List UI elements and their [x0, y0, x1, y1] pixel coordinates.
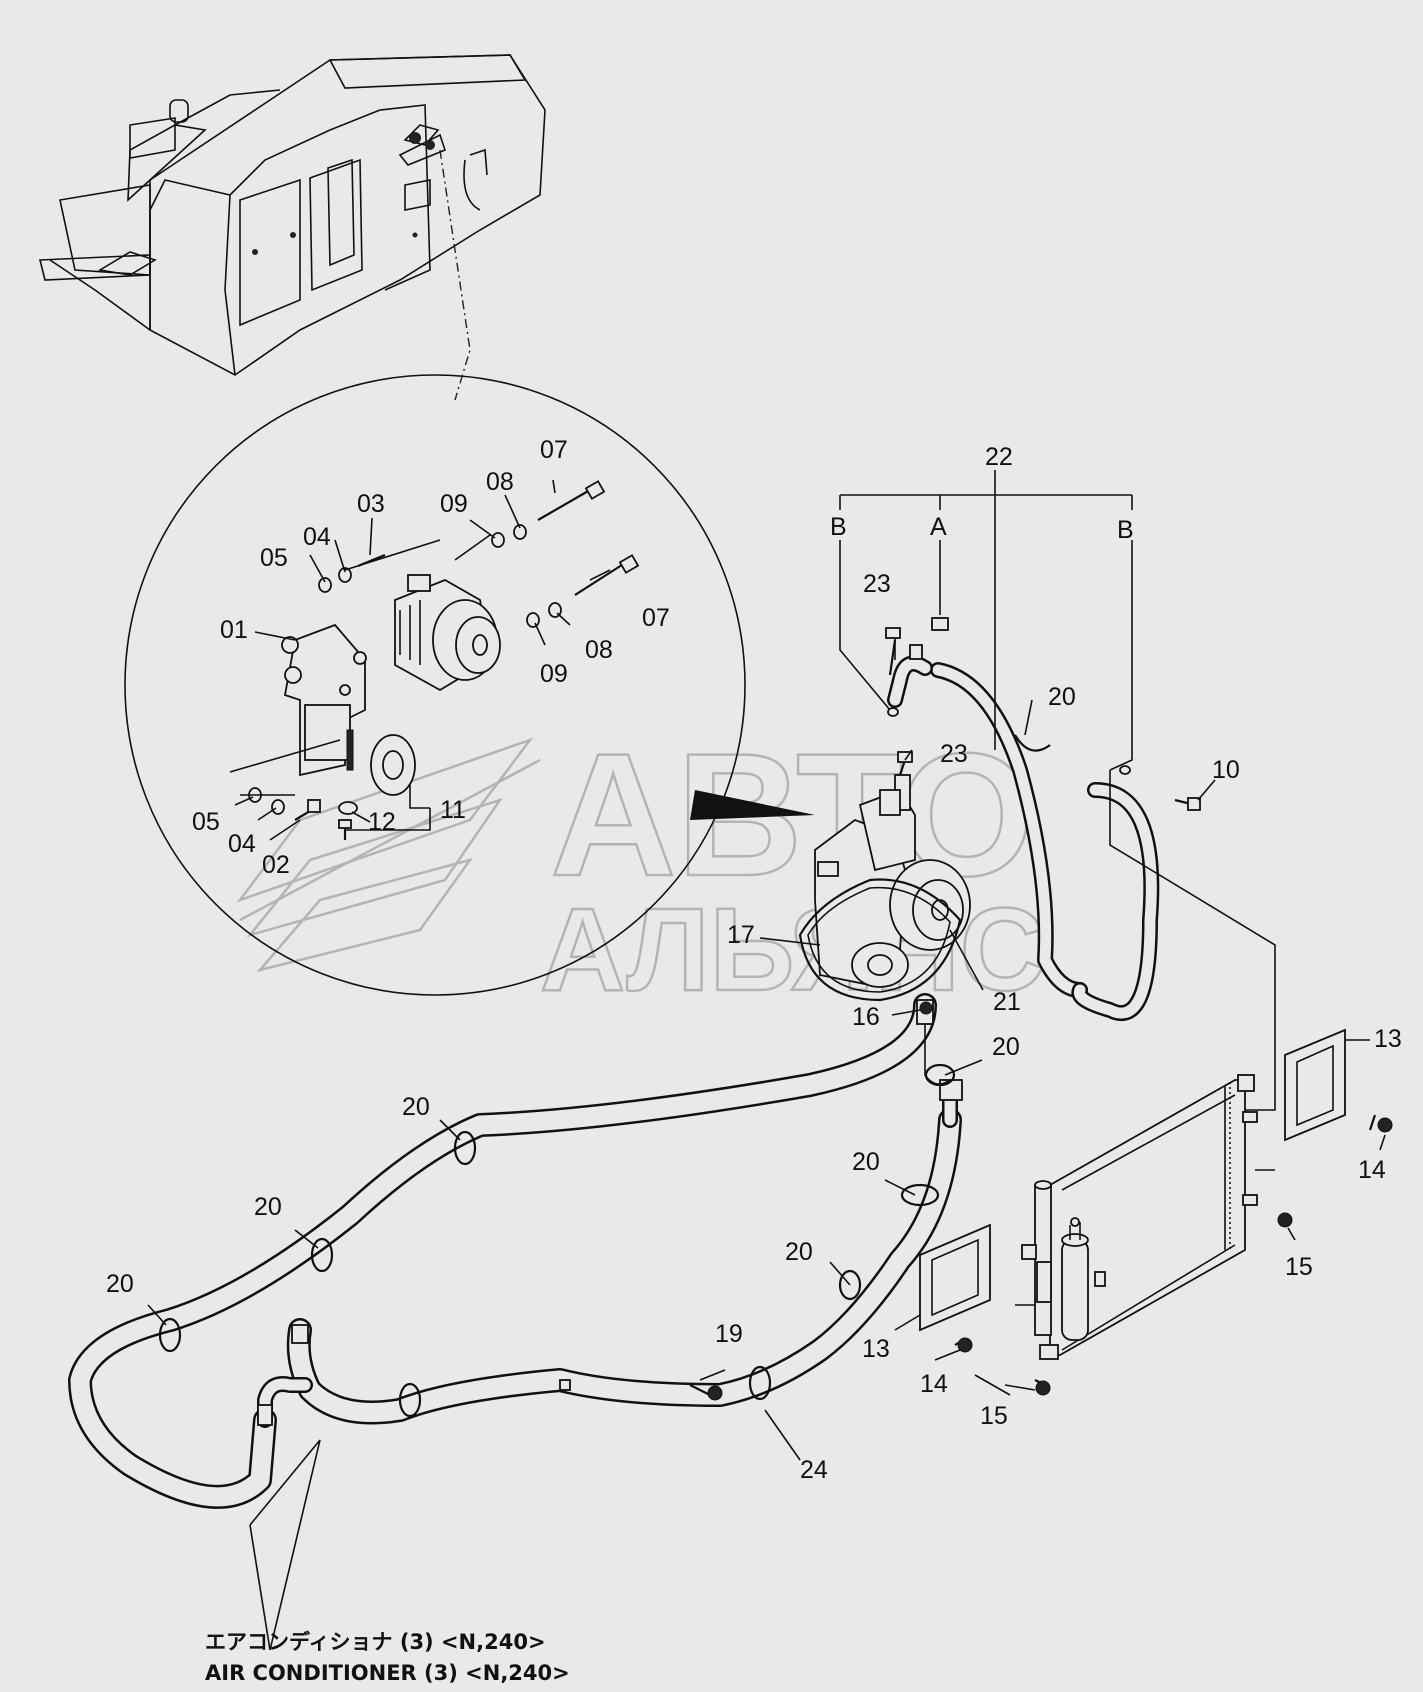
- callout-14-upper: 14: [1358, 1156, 1386, 1184]
- callout-03: 03: [357, 490, 385, 518]
- callout-21: 21: [993, 988, 1021, 1016]
- connection-bracket: [839, 470, 1276, 1111]
- callout-12: 12: [368, 808, 396, 836]
- leader-lines-main: [147, 699, 1386, 1651]
- callout-08-upper: 08: [486, 468, 514, 496]
- callout-22: 22: [985, 443, 1013, 471]
- callout-B-left: B: [830, 513, 847, 541]
- callout-11: 11: [440, 796, 466, 824]
- condenser-assembly: [919, 1028, 1393, 1396]
- detail-pointer: [690, 790, 815, 820]
- callout-15-lower: 15: [980, 1402, 1008, 1430]
- callout-02: 02: [262, 851, 290, 879]
- callout-04-upper: 04: [303, 523, 331, 551]
- hose-upper-right: [887, 655, 1160, 1022]
- caption: エアコンディショナ (3) <N,240> AIR CONDITIONER (3…: [205, 1630, 570, 1685]
- callout-20-g: 20: [106, 1270, 134, 1298]
- callout-09-upper: 09: [440, 490, 468, 518]
- callout-13-lower: 13: [862, 1335, 890, 1363]
- excavator-overview: [38, 54, 546, 376]
- detail-circle: [124, 374, 815, 996]
- callout-20-a: 20: [1048, 683, 1076, 711]
- main-hose: [68, 993, 963, 1509]
- callout-01: 01: [220, 616, 248, 644]
- callout-23-lower: 23: [940, 740, 968, 768]
- callout-23-upper: 23: [863, 570, 891, 598]
- callout-14-lower: 14: [920, 1370, 948, 1398]
- callout-13-upper: 13: [1374, 1025, 1402, 1053]
- callout-20-d: 20: [852, 1148, 880, 1176]
- callout-20-c: 20: [402, 1093, 430, 1121]
- callout-19: 19: [715, 1320, 743, 1348]
- callout-05-lower: 05: [192, 808, 220, 836]
- callout-24: 24: [800, 1456, 828, 1484]
- callout-04-lower: 04: [228, 830, 256, 858]
- callout-08-lower: 08: [585, 636, 613, 664]
- callout-A: A: [930, 513, 947, 541]
- compressor-assembly: [798, 774, 971, 1002]
- callout-labels: 01 05 04 03 09 08 07 07 08 09 05 04 02 1…: [106, 436, 1402, 1484]
- callout-16: 16: [852, 1003, 880, 1031]
- callout-10: 10: [1212, 756, 1240, 784]
- callout-07-upper: 07: [540, 436, 568, 464]
- callout-07-lower: 07: [642, 604, 670, 632]
- callout-15-upper: 15: [1285, 1253, 1313, 1281]
- compressor-exploded: [229, 480, 640, 840]
- leader-lines-circle: [234, 479, 611, 841]
- caption-japanese: エアコンディショナ (3) <N,240>: [205, 1630, 546, 1654]
- callout-05-upper: 05: [260, 544, 288, 572]
- callout-20-b: 20: [992, 1033, 1020, 1061]
- caption-english: AIR CONDITIONER (3) <N,240>: [205, 1661, 570, 1685]
- callout-17: 17: [727, 921, 755, 949]
- callout-20-e: 20: [254, 1193, 282, 1221]
- watermark-logo: [236, 737, 541, 973]
- callout-B-right: B: [1117, 516, 1134, 544]
- callout-09-lower: 09: [540, 660, 568, 688]
- hose-clamps: [158, 734, 1051, 1418]
- callout-20-f: 20: [785, 1238, 813, 1266]
